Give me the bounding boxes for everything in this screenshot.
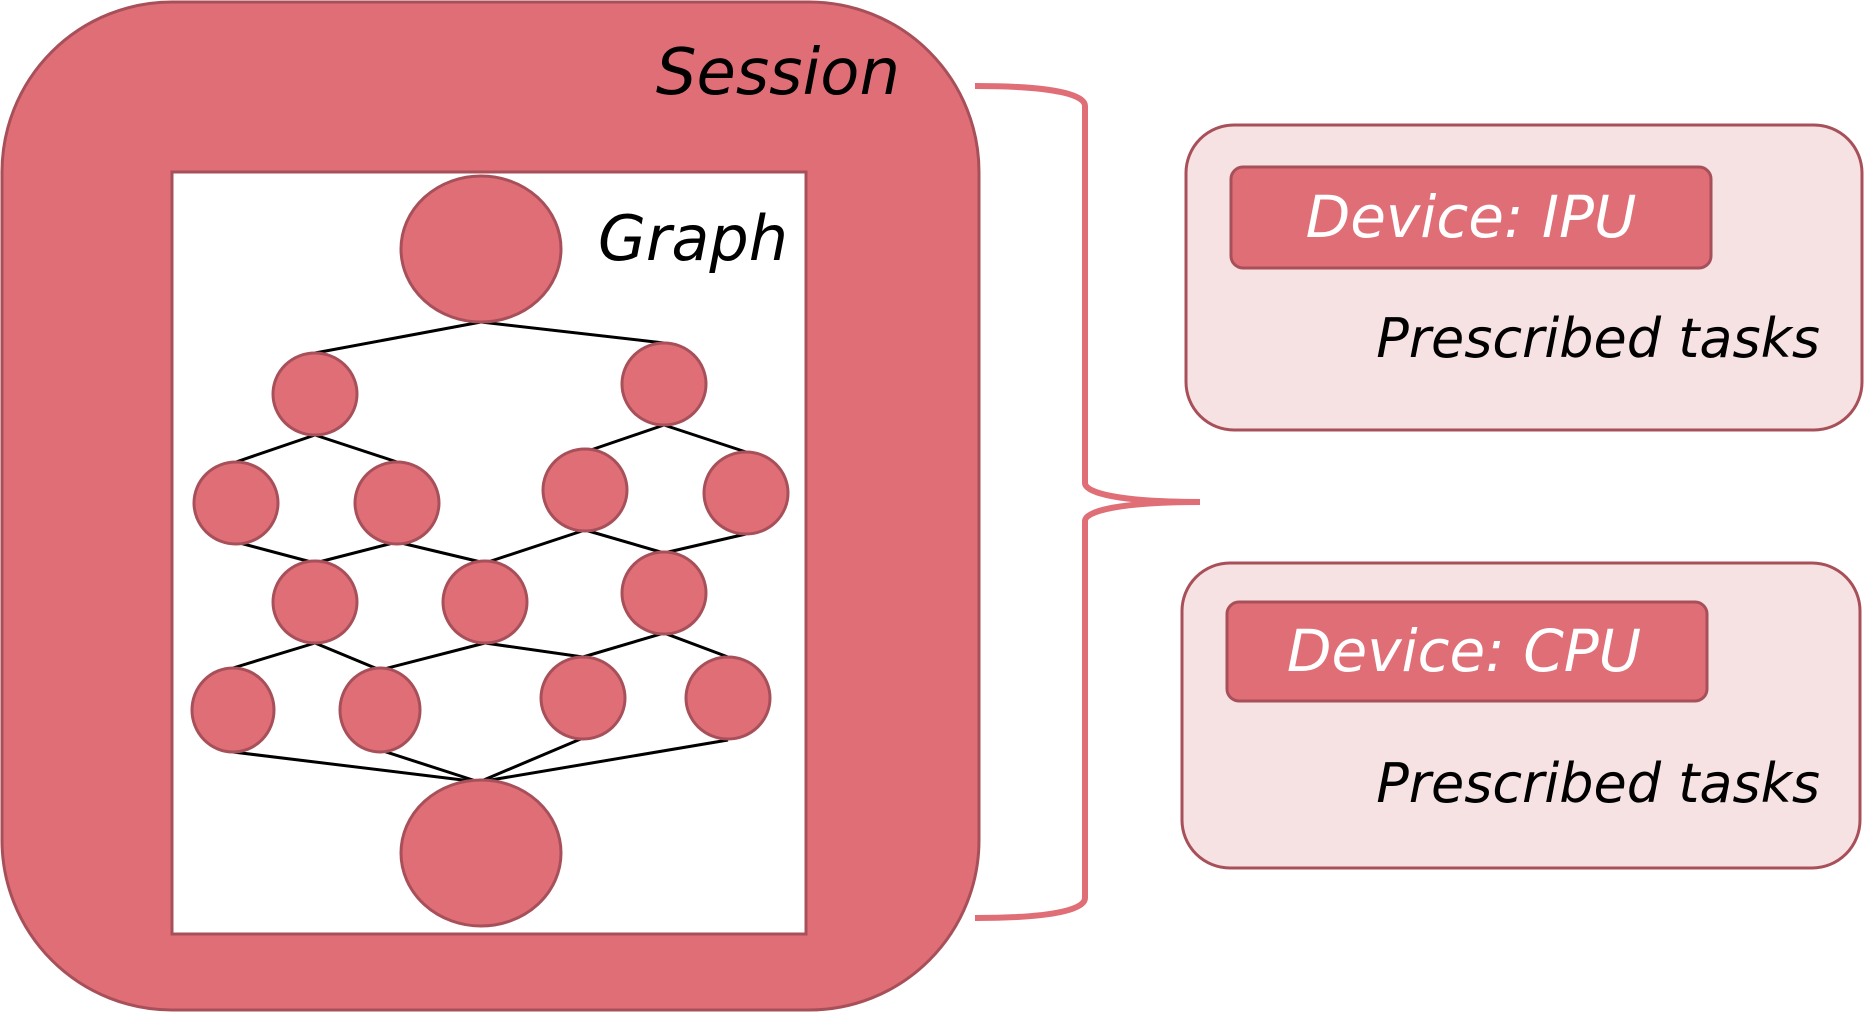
graph-node (441, 559, 529, 645)
device-label-cpu: Device: CPU (1287, 617, 1641, 685)
graph-node (702, 450, 790, 536)
graph-node-root (399, 174, 563, 324)
graph-edge (584, 423, 665, 454)
graph-node (338, 666, 422, 754)
graph-edge (663, 423, 747, 454)
graph-edge (379, 641, 486, 672)
graph-edge (314, 540, 398, 565)
graph-label: Graph (598, 202, 788, 275)
graph-node (620, 550, 708, 636)
device-panel-cpu: Device: CPU Prescribed tasks (1180, 561, 1862, 870)
device-badge-ipu (1229, 165, 1713, 270)
graph-node (192, 460, 280, 546)
graph-edge (232, 750, 480, 784)
graph-nodes (190, 174, 790, 928)
graph-edges (232, 320, 747, 784)
graph-node (684, 655, 772, 741)
graph-node (190, 666, 276, 754)
graph-edge (379, 748, 480, 784)
graph-edge (478, 736, 584, 784)
graph-edge (314, 641, 381, 672)
tasks-label-ipu: Prescribed tasks (1376, 307, 1820, 370)
device-badge-cpu (1225, 600, 1709, 703)
graph-node (271, 559, 359, 645)
curly-brace (974, 83, 1201, 921)
graph-edge (584, 528, 665, 555)
graph-edge (314, 320, 482, 355)
graph-node (353, 460, 441, 546)
graph-node (539, 655, 627, 741)
graph-node-sink (399, 778, 563, 928)
graph-edge (582, 631, 665, 659)
session-label: Session (656, 36, 900, 110)
graph-edge (396, 540, 486, 565)
graph-edge (484, 641, 584, 659)
graph-edge (232, 641, 316, 670)
graph-edge (480, 320, 665, 345)
graph-edge (314, 433, 398, 464)
device-label-ipu: Device: IPU (1306, 183, 1637, 251)
graph-edge (663, 631, 729, 659)
device-panel-ipu: Device: IPU Prescribed tasks (1184, 123, 1864, 432)
graph-node (541, 447, 629, 533)
graph-node (271, 351, 359, 437)
graph-edge (235, 540, 316, 565)
tasks-label-cpu: Prescribed tasks (1376, 752, 1820, 815)
graph-edge (478, 738, 729, 784)
graph-edge (484, 528, 586, 565)
graph-edge (663, 532, 747, 555)
graph-node (620, 341, 708, 427)
graph-edge (235, 433, 316, 464)
